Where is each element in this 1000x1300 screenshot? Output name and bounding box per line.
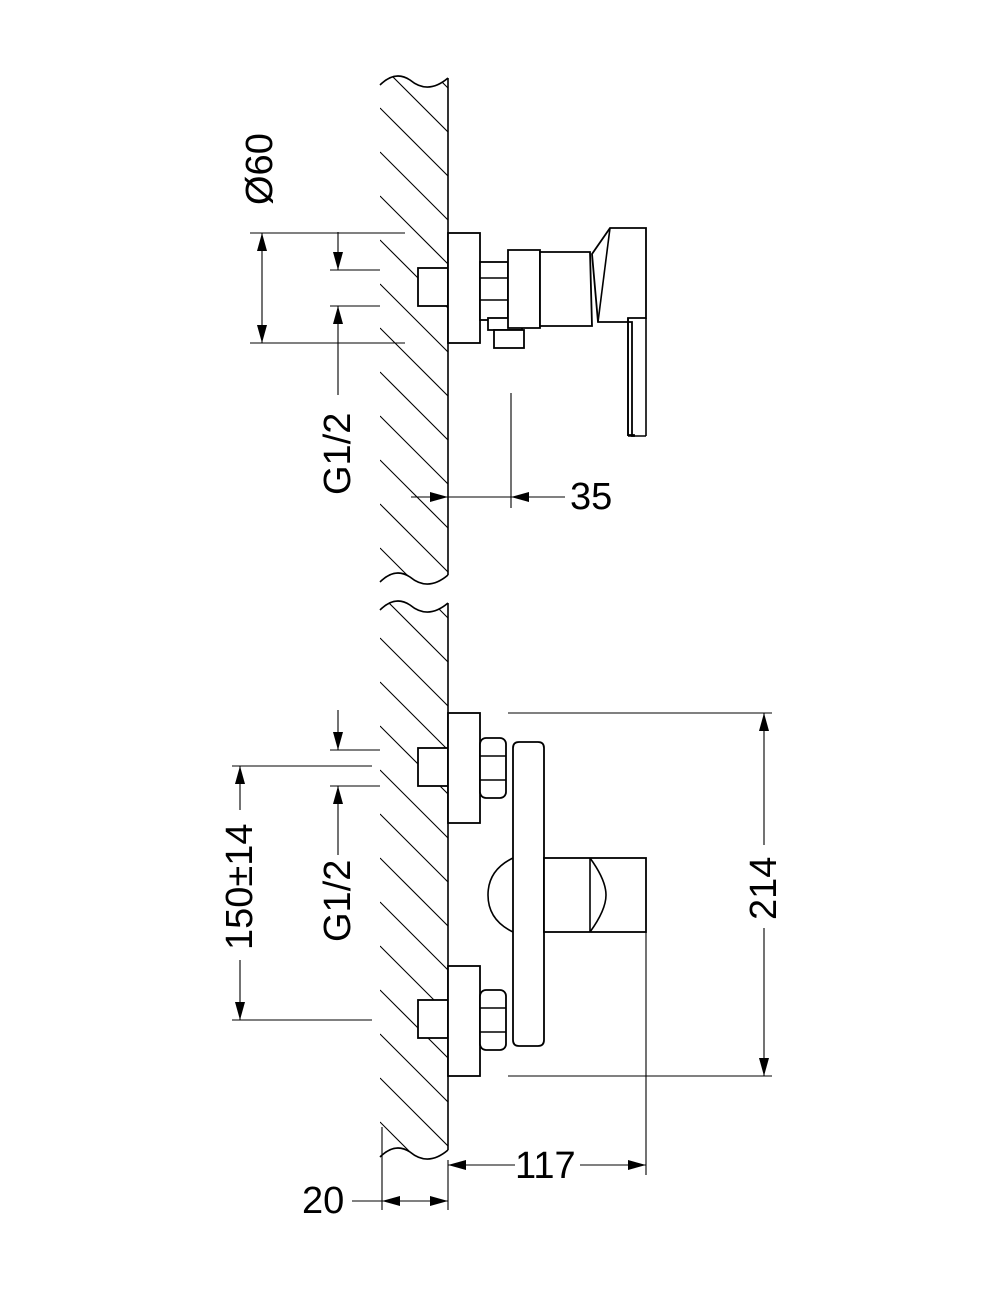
hatch-line bbox=[380, 371, 448, 441]
hatch-line bbox=[380, 327, 448, 397]
dim-height: 214 bbox=[508, 712, 785, 1077]
dim-center-distance: 150±14 bbox=[219, 765, 372, 1021]
hatch-line bbox=[380, 195, 448, 265]
mixer-top bbox=[447, 227, 647, 437]
label-depth: 35 bbox=[570, 476, 612, 518]
hatch-line bbox=[380, 415, 448, 485]
hatch-line bbox=[380, 637, 448, 707]
label-wall-offset: 20 bbox=[302, 1180, 344, 1222]
mixer-body bbox=[487, 741, 647, 1047]
dim-wall-offset: 20 bbox=[302, 1127, 449, 1222]
hatch-line bbox=[380, 601, 448, 663]
hatch-line bbox=[380, 901, 448, 971]
hatch-line bbox=[380, 76, 448, 133]
label-thread-front: G1/2 bbox=[317, 860, 359, 942]
hatch-line bbox=[380, 151, 448, 221]
dim-thread-front: G1/2 bbox=[317, 710, 380, 942]
label-projection: 117 bbox=[515, 1145, 576, 1187]
hatch-line bbox=[380, 681, 448, 751]
wall-section-front bbox=[379, 600, 449, 1160]
flange-lower bbox=[447, 965, 481, 1077]
dim-projection: 117 bbox=[448, 932, 647, 1187]
front-view: 150±14 G1/2 214 bbox=[219, 600, 785, 1222]
hatch-line bbox=[380, 769, 448, 839]
label-center-distance: 150±14 bbox=[219, 823, 261, 950]
wall-section-top bbox=[379, 75, 449, 585]
hatch-line bbox=[380, 503, 448, 573]
label-height: 214 bbox=[743, 857, 785, 920]
hatch-line bbox=[380, 459, 448, 529]
nut-upper bbox=[479, 737, 507, 799]
pipe-stub-upper bbox=[417, 747, 449, 787]
hatch-line bbox=[380, 283, 448, 353]
dim-depth: 35 bbox=[411, 393, 612, 518]
hatch-line bbox=[380, 1077, 448, 1147]
nut-lower bbox=[479, 989, 507, 1051]
hatch-line bbox=[380, 813, 448, 883]
flange-upper bbox=[447, 712, 481, 824]
pipe-stub-lower bbox=[417, 999, 449, 1039]
dim-thread-top: G1/2 bbox=[317, 232, 380, 495]
hatch-line bbox=[380, 1033, 448, 1103]
top-view: Ø60 G1/2 35 bbox=[239, 75, 647, 585]
label-diameter: Ø60 bbox=[239, 133, 281, 205]
pipe-stub-top bbox=[417, 267, 449, 307]
hatch-line bbox=[380, 857, 448, 927]
hatch-line bbox=[380, 989, 448, 1059]
dim-diameter: Ø60 bbox=[239, 133, 405, 344]
hatch-line bbox=[380, 107, 448, 177]
label-thread-top: G1/2 bbox=[317, 413, 359, 495]
